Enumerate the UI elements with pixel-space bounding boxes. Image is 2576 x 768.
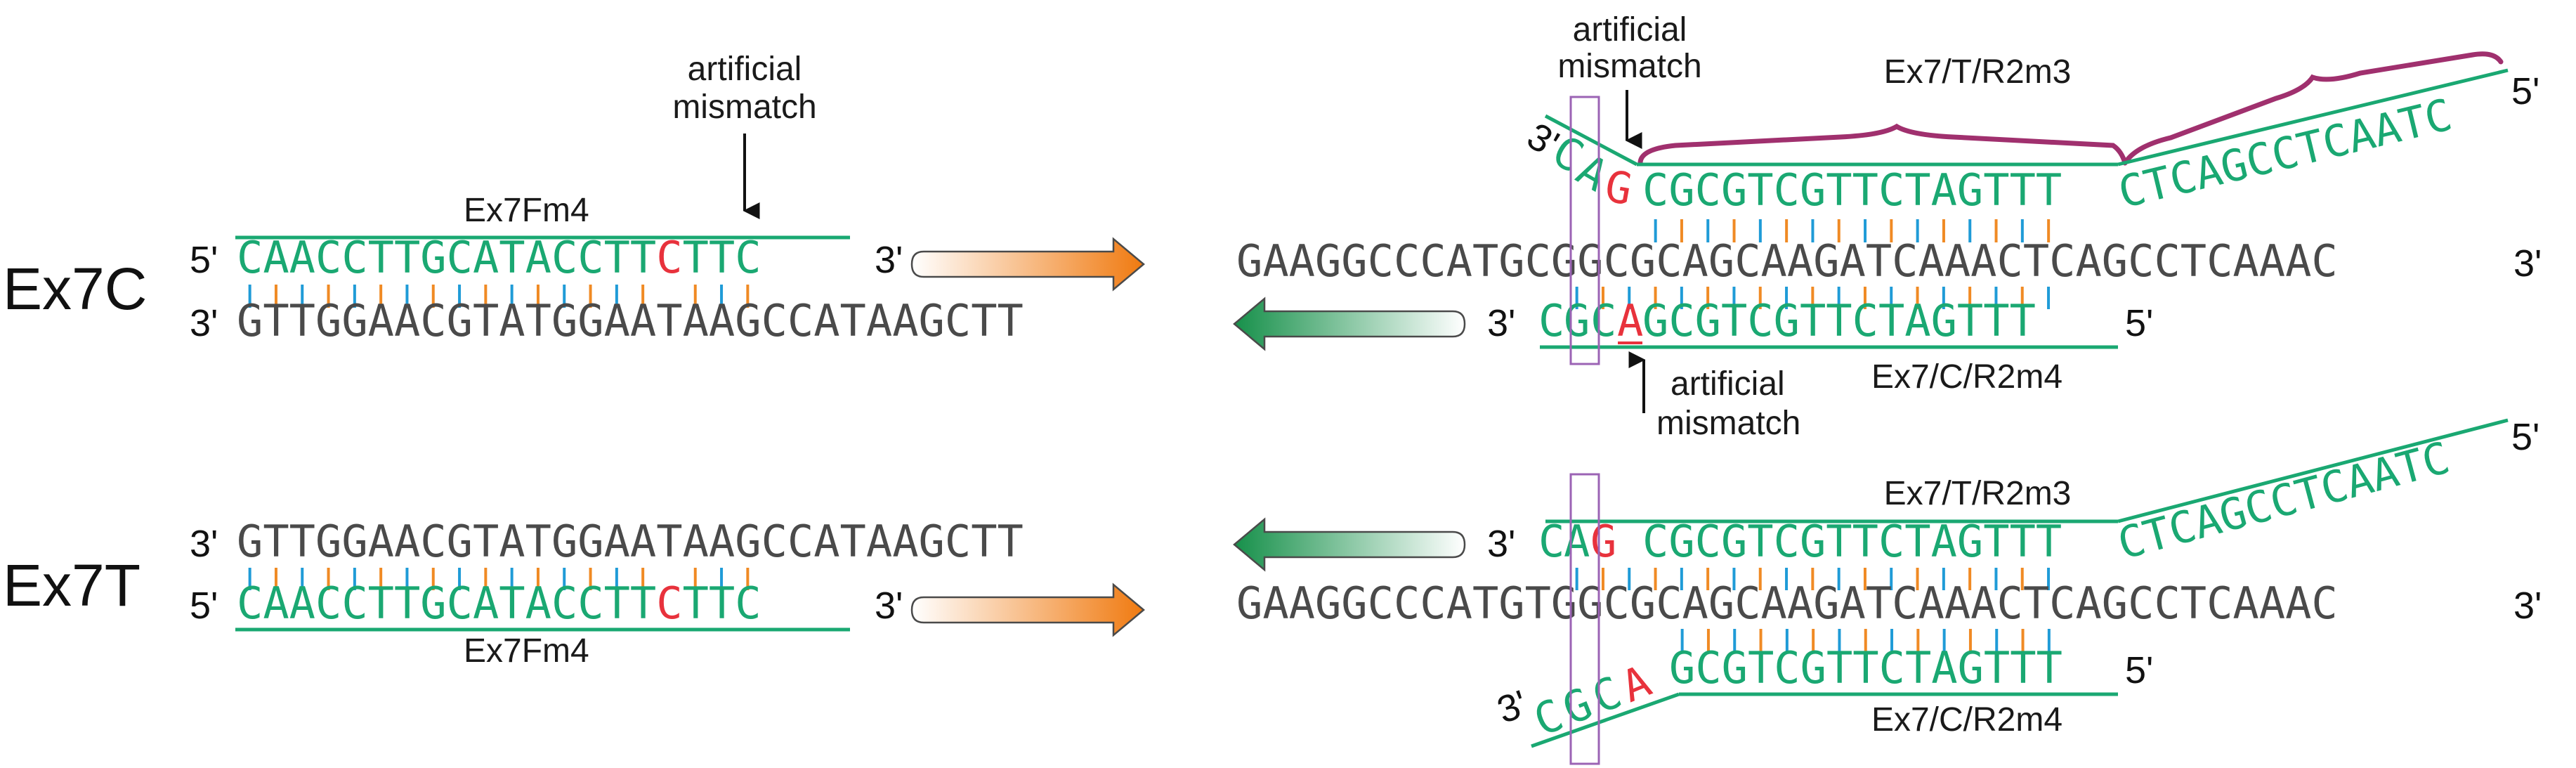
base-letter: C — [1538, 295, 1564, 346]
fwd-bonds-ex7c — [248, 285, 750, 308]
snp-highlight-box — [1569, 96, 1600, 365]
ex7c-row-label: Ex7C — [3, 256, 147, 322]
ex7t-template-3prime: 3' — [2513, 585, 2542, 627]
tail-brace — [1637, 51, 2504, 166]
rev-c-3end-seq-t: CGCA — [1526, 655, 1658, 746]
rev-t-body-seq: CGCGTCGTTCTAGTTT — [1642, 164, 2062, 216]
fwd-template-seq-t: GTTGGAACGTATGGAATAAGCCATAAGCTT — [237, 516, 1024, 567]
base-letter: A — [1617, 295, 1643, 346]
mismatch-callout-rev-c: artificial mismatch — [1628, 351, 1800, 442]
rev-t-5prime: 5' — [2511, 70, 2539, 112]
ex7t-template-seq: GAAGGCCCATGTGGCGCAGCAAGATCAAACTCAGCCTCAA… — [1236, 578, 2338, 629]
rev-c-body-seq-t: GCGTCGTTCTAGTTT — [1669, 642, 2062, 694]
panel-ex7c-forward: Ex7Fm4 5' CAACCTTGCATACCTTCTTC 3' 3' GTT… — [190, 51, 1145, 346]
rev-t-5prime-t: 5' — [2511, 416, 2539, 458]
ex7c-template-3prime: 3' — [2513, 242, 2542, 285]
base-letter: C — [1538, 516, 1564, 567]
fwd-primer-3prime: 3' — [875, 239, 903, 281]
rev-t-bonds-t — [1575, 568, 2051, 590]
mismatch-callout-fwd-c: artificial mismatch — [672, 51, 817, 219]
orange-arrow-icon — [910, 237, 1145, 292]
callout-line1: artificial — [688, 51, 802, 88]
rev-t-3prime-t: 3' — [1487, 523, 1515, 565]
ex7c-template-seq: GAAGGCCCATGCGGCGCAGCAAGATCAAACTCAGCCTCAA… — [1236, 235, 2338, 287]
callout-line2: mismatch — [1656, 405, 1800, 442]
fwd-primer-seq: CAACCTTGCATACCTTCTTC — [237, 232, 761, 283]
rev-t-primer-bar-a — [1544, 114, 1638, 167]
rev-t-primer-bar-c — [2117, 68, 2509, 167]
orange-arrow-icon-t — [910, 582, 1145, 637]
fwd-bonds-ex7t — [248, 568, 750, 590]
snp-highlight-box-t — [1569, 473, 1600, 765]
rev-c-bonds — [1575, 287, 2051, 309]
fwd-template-3prime: 3' — [190, 302, 218, 344]
fwd-primer-5prime-t: 5' — [190, 585, 218, 627]
base-letter: G — [1564, 295, 1590, 346]
rev-c-primer-name: Ex7/C/R2m4 — [1871, 358, 2062, 396]
green-arrow-icon-t — [1233, 517, 1466, 572]
rev-c-bonds-t — [1680, 629, 2051, 652]
base-letter: A — [1564, 516, 1590, 567]
panel-ex7t-forward: 3' GTTGGAACGTATGGAATAAGCCATAAGCTT 5' CAA… — [190, 516, 1145, 670]
rev-c-body-seq: GCGTCGTTCTAGTTT — [1642, 295, 2036, 346]
rev-t-primer-name-t: Ex7/T/R2m3 — [1884, 475, 2072, 512]
fwd-primer-3prime-t: 3' — [875, 585, 903, 627]
callout-line2: mismatch — [1557, 48, 1701, 85]
rev-t-body-seq-t: CGCGTCGTTCTAGTTT — [1642, 516, 2062, 567]
panel-ex7c-reverse: artificial mismatch Ex7/T/R2m3 3' CAG CG… — [1233, 11, 2542, 442]
callout-line1: artificial — [1573, 11, 1687, 48]
rev-c-3prime: 3' — [1487, 302, 1515, 344]
rev-t-primer-name: Ex7/T/R2m3 — [1884, 53, 2072, 91]
fwd-template-seq: GTTGGAACGTATGGAATAAGCCATAAGCTT — [237, 295, 1024, 346]
rev-c-5prime-t: 5' — [2125, 649, 2153, 691]
fwd-primer-name-top: Ex7Fm4 — [464, 192, 589, 229]
rev-t-primer-bar-t-b — [2117, 418, 2509, 523]
rev-c-primer-name-t: Ex7/C/R2m4 — [1871, 701, 2062, 738]
mismatch-callout-rev-t: artificial mismatch — [1557, 11, 1702, 149]
base-letter: C — [1590, 295, 1616, 346]
rev-c-primer-bar-t-a — [1531, 692, 1680, 748]
green-arrow-icon — [1233, 297, 1466, 351]
rev-c-5prime: 5' — [2125, 302, 2153, 344]
fwd-template-3prime-t: 3' — [190, 523, 218, 565]
rev-c-3prime-t: 3' — [1492, 682, 1533, 731]
ex7t-row-label: Ex7T — [3, 552, 140, 618]
callout-line2: mismatch — [672, 89, 816, 126]
fwd-primer-name-bottom: Ex7Fm4 — [464, 632, 589, 670]
callout-line1: artificial — [1671, 365, 1785, 403]
rev-t-tail-seq-t: CTCAGCCTCAATC — [2112, 431, 2455, 569]
rev-t-bonds — [1654, 219, 2051, 242]
base-letter: G — [1590, 516, 1616, 567]
fwd-primer-5prime: 5' — [190, 239, 218, 281]
fwd-primer-seq-t: CAACCTTGCATACCTTCTTC — [237, 578, 761, 629]
